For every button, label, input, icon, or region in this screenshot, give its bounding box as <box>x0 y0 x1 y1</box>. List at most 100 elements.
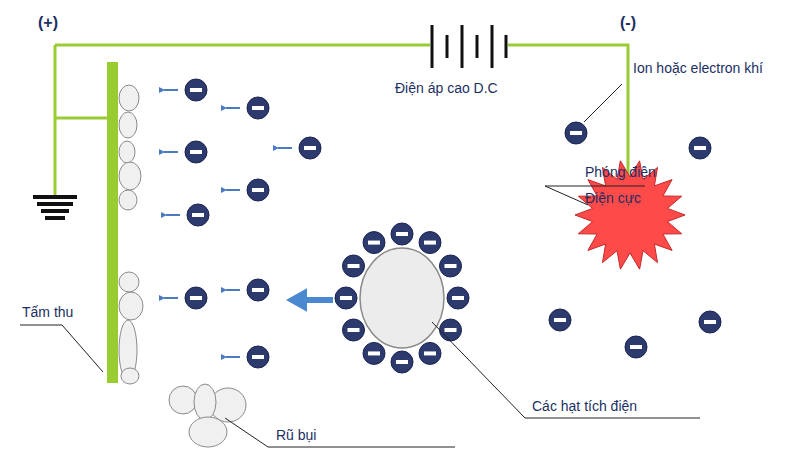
ion-circle <box>549 309 571 331</box>
ion <box>363 342 385 364</box>
ion-circle <box>185 141 207 163</box>
drift-arrow <box>278 147 292 149</box>
ground-symbol <box>33 195 77 220</box>
minus-sign <box>368 241 380 245</box>
minus-sign <box>554 318 566 322</box>
minus-sign <box>190 88 202 92</box>
ion <box>439 319 461 341</box>
ion-circle <box>185 287 207 309</box>
leader-line <box>20 325 103 372</box>
wires <box>55 45 628 195</box>
ion <box>363 232 385 254</box>
ion-circle <box>565 122 587 144</box>
minus-sign <box>304 146 316 150</box>
collector-plate <box>107 62 118 383</box>
minus-sign <box>340 296 352 300</box>
ion-circle <box>391 351 413 373</box>
collected-dust <box>119 85 143 384</box>
ion-circle <box>247 279 269 301</box>
drift-arrow <box>226 356 240 358</box>
discharge-label: Phóng điện <box>585 164 656 180</box>
electrode-label: Điện cực <box>585 190 641 206</box>
leader-line <box>432 322 700 418</box>
ion-circle <box>419 232 441 254</box>
wire <box>55 117 108 120</box>
ion <box>335 287 357 309</box>
minus-sign <box>704 320 716 324</box>
ion-circle <box>247 179 269 201</box>
motion-arrow <box>288 290 332 310</box>
minus-sign <box>630 345 642 349</box>
minus-sign <box>252 288 264 292</box>
wire <box>55 44 430 47</box>
ion-circle <box>335 287 357 309</box>
ion <box>565 122 587 144</box>
ion-label: Ion hoặc electron khí <box>633 60 763 76</box>
ion <box>164 141 207 163</box>
ion <box>419 342 441 364</box>
ion-circle <box>689 137 711 159</box>
ion <box>164 287 207 309</box>
drift-arrow <box>226 289 240 291</box>
ion-circle <box>343 319 365 341</box>
ion <box>549 309 571 331</box>
minus-sign <box>348 328 360 332</box>
falling-dust <box>169 384 246 447</box>
minus-sign <box>396 232 408 236</box>
ion <box>447 287 469 309</box>
ion-circle <box>363 342 385 364</box>
ion <box>166 204 209 226</box>
minus-sign <box>190 150 202 154</box>
leader-line <box>225 418 455 447</box>
polarity-sign: (+) <box>38 14 58 32</box>
discharge-electrode <box>575 161 685 269</box>
drift-arrow <box>226 107 240 109</box>
ion-circle <box>299 137 321 159</box>
minus-sign <box>252 106 264 110</box>
drift-arrow <box>164 151 178 153</box>
ion-circle <box>625 336 647 358</box>
drift-arrow <box>166 214 180 216</box>
ion-circle <box>419 342 441 364</box>
battery-symbol <box>432 25 506 68</box>
ion <box>419 232 441 254</box>
plate-label: Tấm thu <box>22 304 73 320</box>
ion-circle <box>247 346 269 368</box>
ion-circle <box>343 255 365 277</box>
ions <box>164 79 721 373</box>
drift-arrow <box>164 89 178 91</box>
minus-sign <box>348 264 360 268</box>
polarity-sign: (-) <box>620 14 636 32</box>
ion-circle <box>439 319 461 341</box>
minus-sign <box>570 131 582 135</box>
ion <box>226 279 269 301</box>
minus-sign <box>252 188 264 192</box>
ion <box>625 336 647 358</box>
ion <box>391 351 413 373</box>
ion <box>226 179 269 201</box>
minus-sign <box>252 355 264 359</box>
ion <box>164 79 207 101</box>
minus-sign <box>694 146 706 150</box>
ion-circle <box>187 204 209 226</box>
particle-label: Các hạt tích điện <box>532 398 637 414</box>
ion <box>439 255 461 277</box>
ion-circle <box>439 255 461 277</box>
minus-sign <box>192 213 204 217</box>
ion-circle <box>247 97 269 119</box>
ion-circle <box>363 232 385 254</box>
ion <box>391 223 413 245</box>
leader-lines <box>20 84 700 447</box>
drift-arrow <box>226 189 240 191</box>
ion <box>226 97 269 119</box>
ion <box>343 319 365 341</box>
voltage-label: Điện áp cao D.C <box>395 80 498 96</box>
wire <box>54 45 57 195</box>
ion-circle <box>391 223 413 245</box>
ion <box>278 137 321 159</box>
minus-sign <box>190 296 202 300</box>
minus-sign <box>424 241 436 245</box>
ion <box>699 311 721 333</box>
ion <box>226 346 269 368</box>
minus-sign <box>452 296 464 300</box>
